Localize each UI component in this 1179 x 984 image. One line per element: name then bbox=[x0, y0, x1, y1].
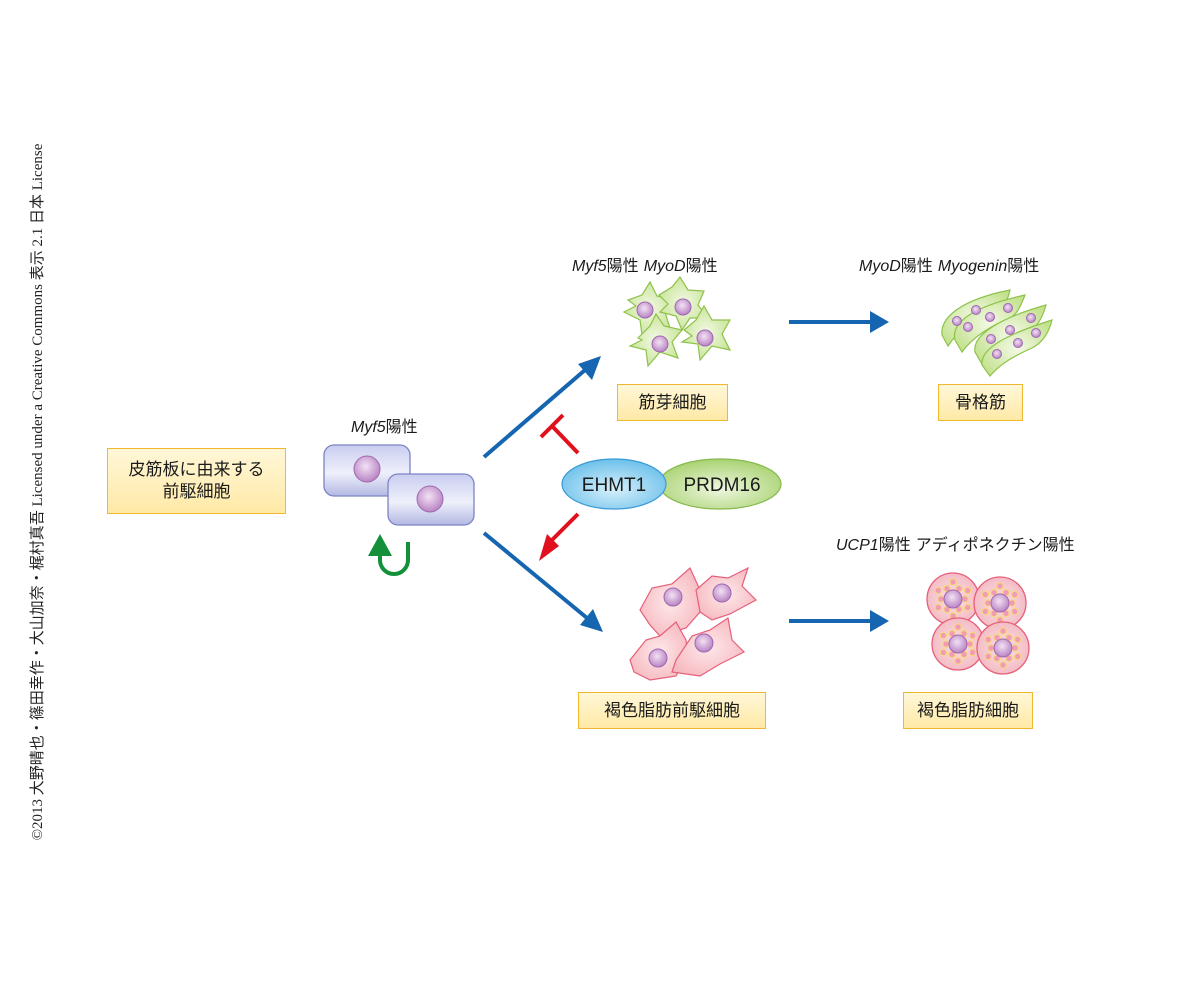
lipid-droplet bbox=[954, 623, 962, 631]
lipid-droplet bbox=[999, 627, 1007, 635]
lipid-droplet bbox=[961, 595, 969, 603]
nucleus bbox=[948, 634, 968, 654]
lipid-droplet bbox=[968, 631, 977, 640]
brown-adipocyte-label: 褐色脂肪細胞 bbox=[903, 692, 1033, 729]
nucleus bbox=[993, 638, 1013, 658]
progenitor-label-line1: 皮筋板に由来する bbox=[128, 460, 265, 480]
nucleus bbox=[353, 455, 381, 483]
lipid-droplet bbox=[1011, 644, 1019, 652]
brown-adipocyte-cells bbox=[926, 572, 1030, 675]
gene-name: Myf5 bbox=[351, 419, 386, 436]
lipid-droplet bbox=[1013, 635, 1022, 644]
ehmt1-label: EHMT1 bbox=[582, 475, 646, 496]
lipid-droplet bbox=[968, 648, 977, 657]
nucleus bbox=[943, 589, 963, 609]
lipid-droplet bbox=[984, 635, 993, 644]
skeletal-muscle-label: 骨格筋 bbox=[938, 384, 1023, 421]
skeletal-muscle-marker-label: MyoD陽性 Myogenin陽性 bbox=[859, 256, 1040, 275]
ehmt1-protein bbox=[561, 458, 667, 510]
nucleus bbox=[663, 587, 683, 607]
myoblast-label: 筋芽細胞 bbox=[617, 384, 728, 421]
skeletal-muscle-fibers bbox=[941, 289, 1053, 377]
brown-preadipocyte-label: 褐色脂肪前駆細胞 bbox=[578, 692, 766, 729]
lipid-droplet bbox=[954, 657, 962, 665]
myf5-positive-cells bbox=[323, 444, 475, 526]
myf5-marker-label: Myf5陽性 bbox=[351, 417, 418, 436]
myoblast-marker-label: Myf5陽性 MyoD陽性 bbox=[572, 256, 718, 275]
self-renewal-arrow bbox=[368, 534, 410, 576]
lipid-droplet bbox=[984, 599, 992, 607]
lipid-droplet bbox=[996, 582, 1004, 590]
lipid-droplet bbox=[934, 586, 943, 595]
nucleus bbox=[694, 633, 714, 653]
lipid-droplet bbox=[999, 661, 1007, 669]
gene-name: Myf5 bbox=[572, 258, 607, 275]
lipid-droplet bbox=[984, 652, 993, 661]
nucleus bbox=[696, 329, 714, 347]
lipid-droplet bbox=[939, 631, 948, 640]
lipid-droplet bbox=[934, 603, 943, 612]
nucleus bbox=[990, 593, 1010, 613]
flow-arrow-to-skeletal-muscle bbox=[789, 311, 889, 333]
lipid-droplet bbox=[1008, 599, 1016, 607]
gene-name: Myogenin bbox=[937, 258, 1008, 275]
nucleus bbox=[636, 301, 654, 319]
prdm16-label: PRDM16 bbox=[683, 475, 760, 496]
lipid-droplet bbox=[981, 607, 990, 616]
gene-name: MyoD bbox=[643, 258, 686, 275]
nucleus bbox=[712, 583, 732, 603]
progenitor-label-line2: 前駆細胞 bbox=[162, 482, 231, 502]
lipid-droplet bbox=[1013, 652, 1022, 661]
ehmt1-prdm16-complex: EHMT1 PRDM16 bbox=[561, 458, 782, 510]
lipid-droplet bbox=[1010, 607, 1019, 616]
gene-name: UCP1 bbox=[836, 537, 879, 554]
flow-arrow-to-brown-adipocyte bbox=[789, 610, 889, 632]
brown-adipocyte-marker-label: UCP1陽性 アディポネクチン陽性 bbox=[836, 535, 1075, 554]
inhibition-arrow bbox=[539, 413, 580, 455]
flow-arrow-to-myoblast bbox=[482, 356, 601, 459]
nucleus bbox=[416, 485, 444, 513]
lipid-droplet bbox=[987, 644, 995, 652]
nucleus bbox=[651, 335, 669, 353]
lipid-droplet bbox=[963, 603, 972, 612]
lipid-droplet bbox=[981, 590, 990, 599]
flow-arrow-to-preadipocyte bbox=[482, 531, 603, 632]
brown-preadipocyte-cells bbox=[629, 566, 757, 681]
lipid-droplet bbox=[939, 648, 948, 657]
activation-arrow bbox=[539, 512, 580, 561]
lipid-droplet bbox=[963, 586, 972, 595]
lipid-droplet bbox=[966, 640, 974, 648]
gene-name: MyoD bbox=[859, 258, 901, 275]
lipid-droplet bbox=[949, 578, 957, 586]
lipid-droplet bbox=[1010, 590, 1019, 599]
nucleus bbox=[648, 648, 668, 668]
progenitor-label: 皮筋板に由来する 前駆細胞 bbox=[107, 448, 286, 514]
nucleus bbox=[674, 298, 692, 316]
myoblast-cells bbox=[622, 275, 732, 368]
lipid-droplet bbox=[937, 595, 945, 603]
lipid-droplet bbox=[942, 640, 950, 648]
